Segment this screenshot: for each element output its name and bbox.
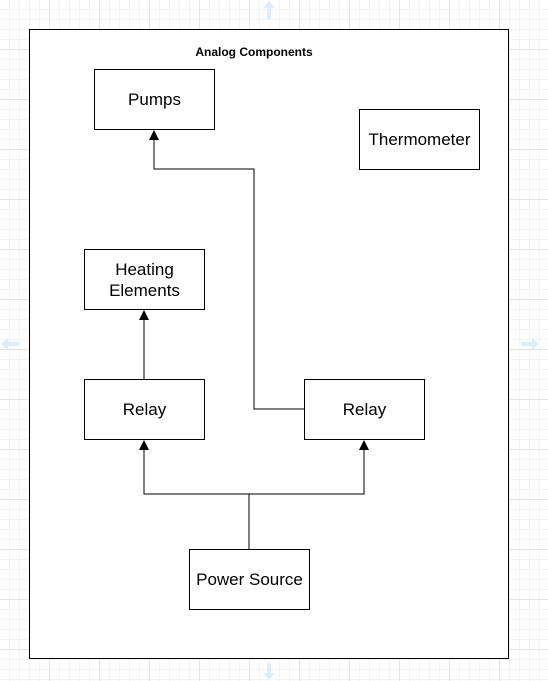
power-source-node[interactable]: Power Source <box>189 549 310 610</box>
container-title: Analog Components <box>195 45 313 59</box>
resize-handle-bottom-icon[interactable] <box>262 663 276 681</box>
relay-left-node[interactable]: Relay <box>84 379 205 440</box>
relay-right-node[interactable]: Relay <box>304 379 425 440</box>
heating-elements-node[interactable]: Heating Elements <box>84 249 205 310</box>
pumps-node[interactable]: Pumps <box>94 69 215 130</box>
resize-handle-left-icon[interactable] <box>0 337 20 351</box>
resize-handle-top-icon[interactable] <box>262 0 276 20</box>
thermometer-node[interactable]: Thermometer <box>359 109 480 170</box>
resize-handle-right-icon[interactable] <box>520 337 540 351</box>
